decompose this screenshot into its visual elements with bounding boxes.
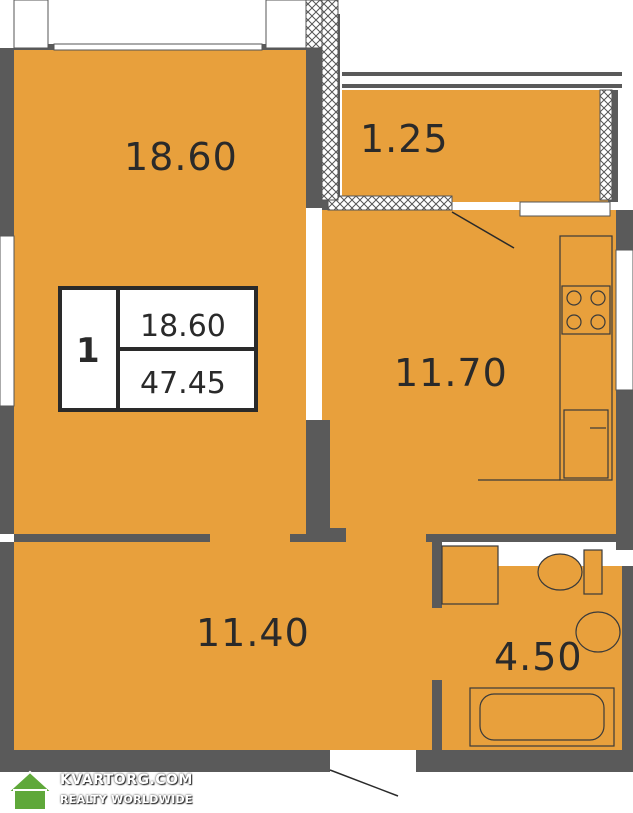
bathtub-inner	[479, 693, 605, 741]
loggia-floor	[342, 90, 608, 202]
window-top-left-corner	[13, 0, 49, 49]
toilet-tank	[583, 549, 603, 595]
bathroom-area: 4.50	[494, 635, 583, 679]
loggia-rail-vert	[321, 0, 339, 201]
wall-bottom-right	[416, 750, 633, 772]
loggia-window-left	[305, 0, 323, 49]
cabinet	[441, 545, 499, 605]
window-top	[53, 43, 263, 51]
wall-bath-right	[622, 566, 633, 752]
doors	[329, 211, 515, 797]
entrance-door	[329, 769, 399, 797]
house-body-icon	[13, 789, 47, 811]
loggia-area: 1.25	[360, 117, 449, 161]
wall-partition-a3	[306, 528, 346, 536]
wall-partition-a2	[306, 420, 330, 528]
wall-loggia-top	[342, 72, 622, 76]
kitchen-fixtures	[478, 235, 613, 481]
burner-2	[590, 290, 606, 306]
wall-left-top	[0, 48, 14, 236]
loggia-rail	[327, 195, 453, 211]
window-left	[0, 235, 15, 407]
burner-4	[590, 314, 606, 330]
badge-room-count: 1	[76, 331, 100, 371]
hall-area: 11.40	[196, 611, 310, 655]
wall-left-mid	[0, 406, 14, 534]
wall-bottom-left	[0, 750, 330, 772]
kitchen-window	[519, 201, 611, 217]
wall-bath-top	[426, 534, 633, 542]
badge-living-area: 18.60	[140, 309, 226, 344]
burner-3	[566, 314, 582, 330]
burner-1	[566, 290, 582, 306]
wall-loggia-top2	[342, 84, 622, 88]
window-top-right-corner	[265, 0, 307, 49]
balcony-door	[451, 211, 515, 249]
wall-bath-left	[432, 540, 442, 608]
wall-divider-right	[290, 534, 346, 542]
washbasin	[575, 611, 621, 653]
wall-left-bottom	[0, 542, 14, 752]
loggia-rail-right	[599, 89, 613, 201]
toilet-bowl	[537, 553, 583, 591]
wall-bath-left2	[432, 680, 442, 752]
watermark-logo	[5, 770, 55, 811]
area-badge: 1 18.60 47.45	[58, 286, 258, 412]
wall-partition-a	[306, 48, 322, 208]
watermark-name: KVARTORG.COM	[60, 772, 193, 788]
sink	[563, 409, 609, 479]
hall-floor	[14, 536, 434, 750]
room-a-area: 18.60	[124, 135, 238, 179]
watermark-tagline: REALTY WORLDWIDE	[60, 793, 193, 806]
wall-divider-left	[14, 534, 210, 542]
badge-total-area: 47.45	[140, 366, 226, 401]
kitchen-window-right	[615, 249, 633, 391]
windows	[0, 0, 633, 407]
bath-fixtures	[441, 545, 621, 747]
wall-loggia-right	[608, 90, 618, 202]
kitchen-area: 11.70	[394, 351, 508, 395]
